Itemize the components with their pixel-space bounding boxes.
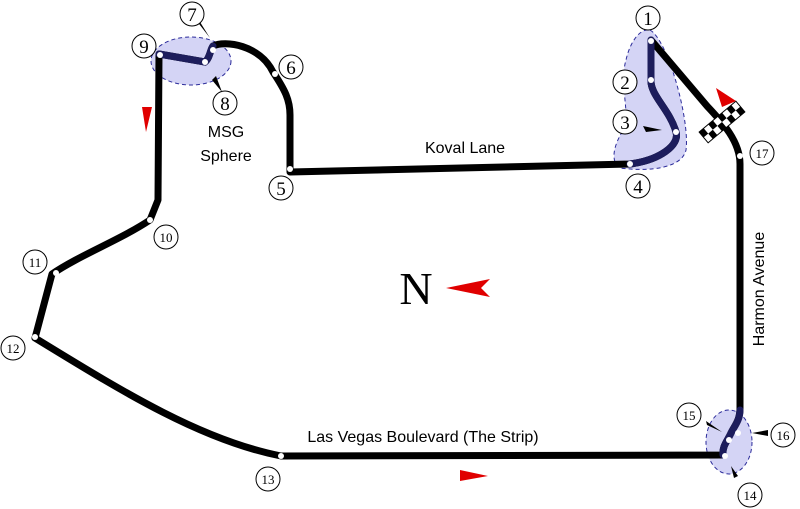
direction-arrow-start [716,88,736,107]
start-finish-line [698,100,746,144]
svg-text:17: 17 [756,146,770,161]
compass-north-label: N [399,263,432,314]
svg-text:13: 13 [262,472,275,487]
svg-text:8: 8 [220,94,230,115]
turn-14-dot [722,453,728,459]
turn-12: 12 [0,335,26,361]
svg-text:5: 5 [276,179,286,200]
svg-text:12: 12 [7,341,20,356]
turn-17: 17 [749,140,775,166]
turn-3-dot [673,129,679,135]
svg-text:4: 4 [633,177,643,198]
svg-text:1: 1 [643,9,653,30]
svg-text:7: 7 [187,5,197,26]
svg-text:9: 9 [139,37,149,58]
turn-1-dot [648,38,654,44]
svg-text:3: 3 [620,113,630,134]
turn-16-dot [735,430,741,436]
turn-6-dot [272,71,278,77]
turn-5-dot [287,166,293,172]
street-koval-lane: Koval Lane [425,140,505,157]
turn-8: 8 [212,90,238,116]
track-sector-14-16 [719,406,744,459]
turn-6: 6 [278,54,304,80]
turn-markers [32,38,743,459]
turn-11-dot [53,270,59,276]
turn-10: 10 [153,224,179,250]
svg-text:10: 10 [160,230,173,245]
turn-9: 9 [131,33,157,59]
turn-pointers [196,20,768,478]
turn-1: 1 [635,5,661,31]
svg-text:2: 2 [620,73,630,94]
turn-2: 2 [612,69,638,95]
turn-3: 3 [612,109,638,135]
landmark-msg-sphere-line1: MSG [208,124,244,141]
turn-16: 16 [770,422,796,448]
turn-4-dot [627,161,633,167]
turn-15-dot [726,437,732,443]
turn-13: 13 [255,466,281,492]
svg-text:16: 16 [777,428,791,443]
turn-11: 11 [22,249,48,275]
svg-text:6: 6 [286,58,296,79]
turn-2-dot [648,77,654,83]
turn-7-dot [210,47,216,53]
svg-text:11: 11 [29,255,42,270]
street-harmon-avenue: Harmon Avenue [751,232,768,347]
turn-10-dot [147,217,153,223]
svg-text:15: 15 [683,408,696,423]
svg-text:14: 14 [744,488,758,503]
turn-12-dot [32,334,38,340]
turn-4: 4 [625,173,651,199]
turn-14: 14 [737,482,763,508]
street-las-vegas-boulevard: Las Vegas Boulevard (The Strip) [307,429,538,446]
direction-arrow-strip [460,470,488,481]
turn-8-dot [202,59,208,65]
landmark-msg-sphere-line2: Sphere [200,148,252,165]
turn-7: 7 [179,1,205,27]
turn-17-dot [737,153,743,159]
compass-arrow-icon [446,279,490,297]
turn-5: 5 [268,175,294,201]
direction-arrow-west [142,107,152,132]
turn-13-dot [278,453,284,459]
turn-9-dot [157,52,163,58]
turn-15: 15 [676,402,702,428]
